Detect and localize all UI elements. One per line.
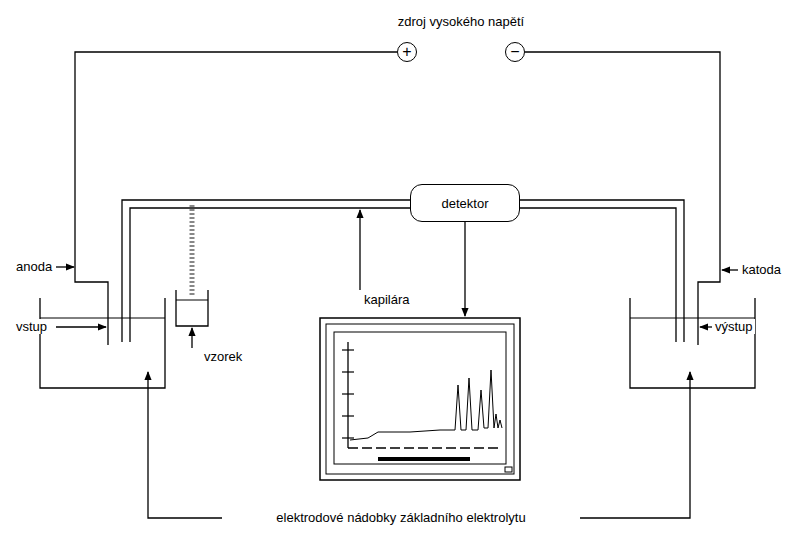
- liquid-level: [176, 300, 208, 301]
- bracket-line: [148, 372, 222, 518]
- capillary: [122, 200, 684, 342]
- detector-box: detektor: [410, 184, 520, 222]
- anode-wire: [75, 52, 397, 345]
- node-text: detektor: [442, 197, 489, 210]
- polarity-circle: +: [397, 42, 417, 62]
- cathode-wire: [525, 52, 720, 345]
- monitor-screen: [334, 332, 506, 464]
- part-label: kapilára: [362, 292, 412, 307]
- polarity-circle: −: [505, 42, 525, 62]
- part-label: anoda: [14, 259, 54, 274]
- leader-arrow: [56, 326, 106, 327]
- buffer-vial: [40, 298, 165, 388]
- monitor-frame: [326, 324, 514, 474]
- chart-axis: [347, 342, 348, 448]
- leader-arrow: [700, 326, 712, 327]
- leader-arrow: [56, 266, 74, 267]
- part-label: vstup: [14, 319, 49, 334]
- node-text: +: [402, 44, 411, 60]
- power-source-label: zdroj vysokého napětí: [396, 14, 526, 29]
- signal-arrow: [464, 222, 465, 316]
- monitor-frame: [320, 318, 520, 480]
- axis-ticks: [342, 350, 354, 438]
- liquid-level: [40, 318, 165, 319]
- leader-arrow: [359, 210, 360, 290]
- chart-axis: [348, 447, 500, 449]
- part-label: vzorek: [202, 349, 244, 364]
- electropherogram: [350, 370, 502, 440]
- monitor-button: [505, 467, 512, 472]
- caption-label: elektrodové nádobky základního elektroly…: [274, 510, 527, 525]
- buffer-vial: [630, 298, 755, 388]
- node-text: −: [510, 44, 519, 60]
- part-label: výstup: [713, 319, 755, 334]
- sample-vial: [176, 290, 208, 326]
- capillary: [130, 208, 676, 342]
- leader-arrow: [722, 269, 738, 270]
- bracket-line: [580, 372, 690, 518]
- part-label: katoda: [740, 262, 783, 277]
- sample-capillary: [190, 205, 195, 296]
- chart-bar: [378, 457, 470, 461]
- leader-arrow: [191, 328, 192, 348]
